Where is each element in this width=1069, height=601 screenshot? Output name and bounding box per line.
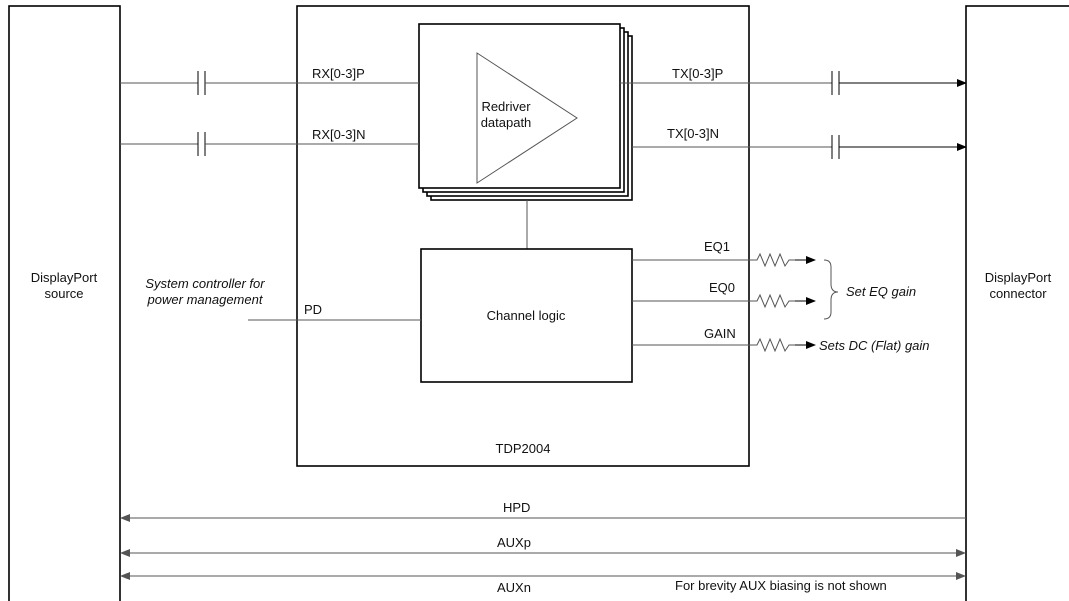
rx-n-line: RX[0-3]N [120, 127, 419, 156]
auxp-line: AUXp [120, 535, 966, 557]
gain-line: GAIN Sets DC (Flat) gain [632, 326, 930, 353]
auxp-label: AUXp [497, 535, 531, 550]
channel-logic-block: Channel logic [420, 248, 633, 383]
eq0-label: EQ0 [709, 280, 735, 295]
eq0-line: EQ0 [632, 280, 816, 309]
hpd-line: HPD [120, 500, 966, 522]
tx-n-line: TX[0-3]N [632, 126, 967, 159]
pd-line: System controller for power management P… [145, 276, 421, 321]
eq1-resistor-icon [749, 252, 795, 268]
pd-label: PD [304, 302, 322, 317]
connector-label-line1: DisplayPort [985, 270, 1052, 285]
hpd-label: HPD [503, 500, 530, 515]
eq-gain-annotation: Set EQ gain [846, 284, 916, 299]
datapath-label-line2: datapath [481, 115, 532, 130]
redriver-datapath-stack: Redriver datapath [418, 23, 633, 201]
eq1-line: EQ1 [632, 239, 816, 268]
aux-note: For brevity AUX biasing is not shown [675, 578, 887, 593]
dc-gain-annotation: Sets DC (Flat) gain [819, 338, 930, 353]
amplifier-triangle-icon [476, 52, 578, 184]
source-label-line2: source [44, 286, 83, 301]
datapath-label-line1: Redriver [481, 99, 531, 114]
source-label-line1: DisplayPort [31, 270, 98, 285]
gain-resistor-icon [749, 337, 795, 353]
controller-label-line1: System controller for [145, 276, 265, 291]
tx-n-label: TX[0-3]N [667, 126, 719, 141]
device-name-label: TDP2004 [496, 441, 551, 456]
channel-logic-label: Channel logic [487, 308, 566, 323]
rx-n-label: RX[0-3]N [312, 127, 365, 142]
eq1-label: EQ1 [704, 239, 730, 254]
auxn-label: AUXn [497, 580, 531, 595]
displayport-connector-block: DisplayPort connector [965, 5, 1069, 601]
auxn-line: AUXn For brevity AUX biasing is not show… [120, 572, 966, 595]
gain-label: GAIN [704, 326, 736, 341]
displayport-source-block: DisplayPort source [8, 5, 121, 601]
rx-p-line: RX[0-3]P [120, 66, 419, 95]
connector-label-line2: connector [989, 286, 1047, 301]
eq-brace-icon [823, 259, 839, 320]
tx-p-line: TX[0-3]P [620, 66, 967, 95]
rx-p-label: RX[0-3]P [312, 66, 365, 81]
eq0-resistor-icon [749, 293, 795, 309]
tx-p-label: TX[0-3]P [672, 66, 723, 81]
controller-label-line2: power management [147, 292, 264, 307]
